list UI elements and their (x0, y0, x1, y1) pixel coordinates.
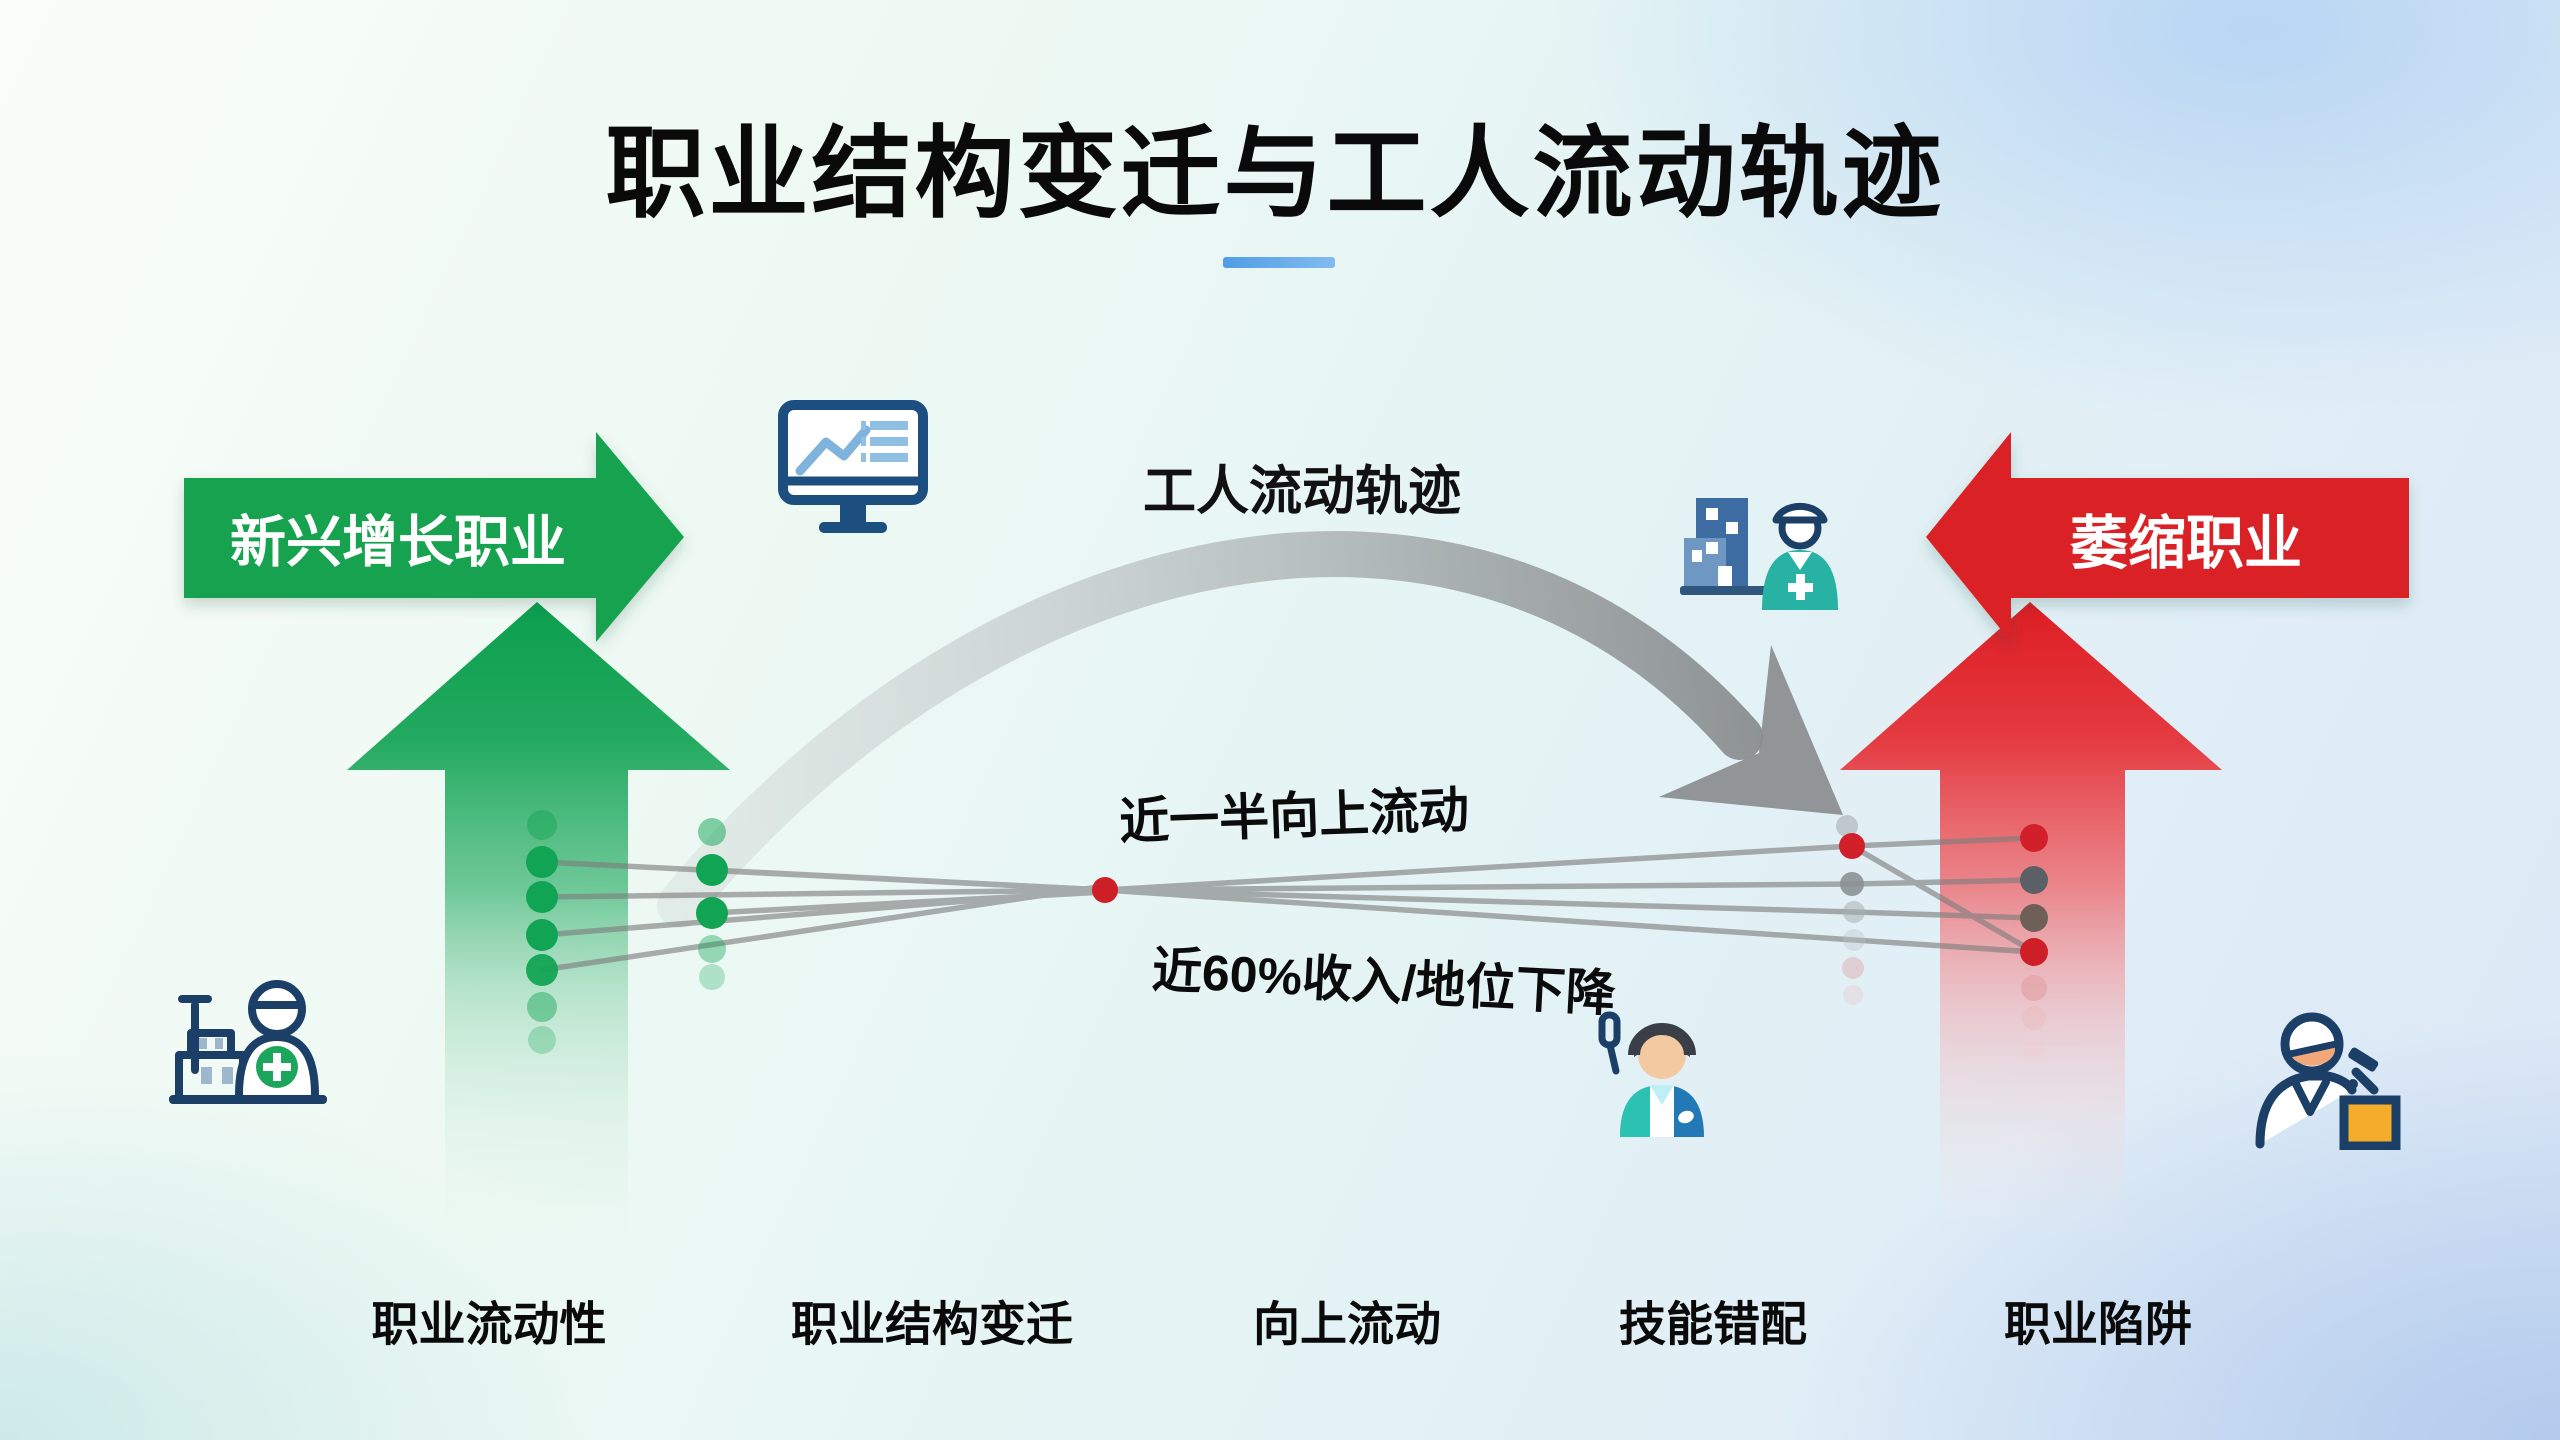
shrink-banner (1926, 432, 2409, 642)
shrink-banner-label: 萎缩职业 (2069, 511, 2303, 576)
mobility-arc-label: 工人流动轨迹 (1143, 462, 1461, 521)
origin-dot-column-outer (696, 818, 728, 990)
buildings-worker-icon (1680, 498, 1838, 610)
legend-occupational-mobility: 职业流动性 (371, 1297, 607, 1351)
craftsman-icon (2255, 1012, 2401, 1150)
legend-skill-mismatch: 技能错配 (1619, 1297, 1807, 1351)
destination-dot-column-outer (1836, 815, 1865, 1005)
upward-mobility-stat: 近一半向上流动 (1118, 781, 1471, 851)
midpoint-dot (1092, 877, 1118, 903)
destination-dot-column-inner (2020, 824, 2048, 1059)
technician-icon (1598, 1011, 1704, 1137)
monitor-chart-icon (778, 400, 928, 533)
mobility-arc (657, 531, 1843, 928)
legend-occupation-trap: 职业陷阱 (2004, 1297, 2192, 1351)
legend-upward-mobility: 向上流动 (1253, 1297, 1441, 1351)
flow-lines (539, 835, 2037, 973)
origin-dot-column-inner (526, 810, 558, 1054)
mobility-arc-arrowhead (1659, 645, 1843, 815)
title-divider (1223, 257, 1335, 268)
page-title: 职业结构变迁与工人流动轨迹 (605, 118, 1945, 230)
growth-banner (184, 432, 684, 642)
growth-banner-label: 新兴增长职业 (230, 510, 566, 574)
factory-worker-icon (169, 980, 327, 1104)
legend-structure-change: 职业结构变迁 (791, 1297, 1073, 1351)
growth-up-arrow (347, 602, 730, 1235)
